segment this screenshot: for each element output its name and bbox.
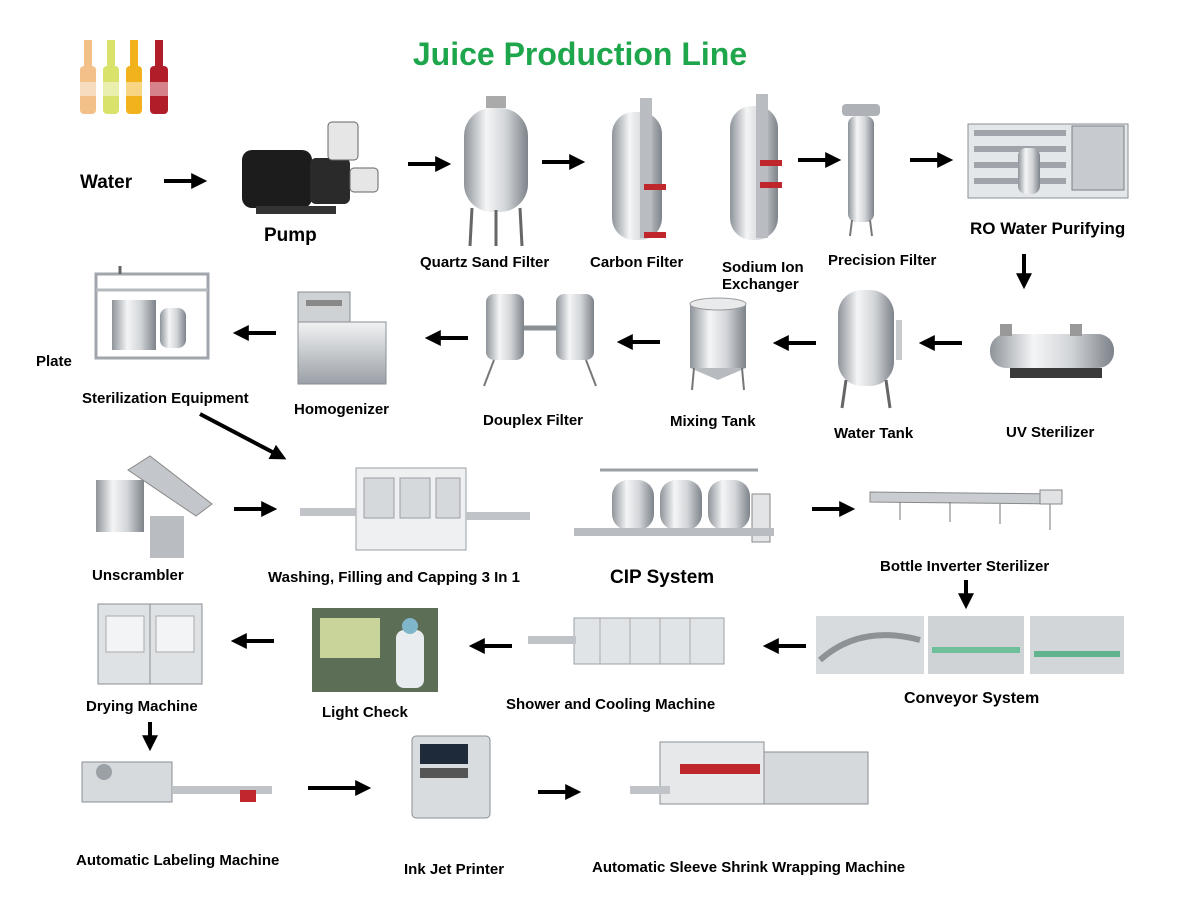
- precision-filter-image: [842, 104, 880, 237]
- sodium-ion-exchanger-image: [730, 94, 782, 240]
- pump-image: [242, 121, 379, 214]
- unscrambler-image: [96, 455, 213, 558]
- label-pump: Pump: [264, 225, 317, 246]
- label-ro-water-purifying: RO Water Purifying: [970, 219, 1126, 238]
- light-check-image: [312, 608, 438, 692]
- drying-machine-image: [97, 603, 203, 685]
- mixing-tank-image: [689, 297, 747, 391]
- label-water-tank: Water Tank: [834, 425, 914, 442]
- label-homogenizer: Homogenizer: [294, 401, 390, 418]
- label-sodium-ion: Sodium Ion: [722, 259, 804, 276]
- ro-water-purifying-image: [967, 123, 1129, 199]
- bottle-inverter-sterilizer-image: [869, 489, 1063, 530]
- ink-jet-printer-image: [411, 735, 491, 819]
- label-mixing-tank: Mixing Tank: [670, 413, 756, 430]
- label-shower-cooling: Shower and Cooling Machine: [506, 696, 716, 713]
- shrink-wrapping-image: [630, 741, 869, 805]
- flow-arrows: [142, 152, 1032, 800]
- shower-cooling-image: [528, 617, 725, 665]
- label-automatic-labeling-machine: Automatic Labeling Machine: [76, 852, 280, 869]
- label-conveyor-system: Conveyor System: [904, 690, 1040, 707]
- label-drying-machine: Drying Machine: [86, 698, 198, 715]
- carbon-filter-image: [612, 98, 666, 240]
- label-water: Water: [80, 172, 133, 193]
- label-automatic-sleeve-shrink-wrapping: Automatic Sleeve Shrink Wrapping Machine: [592, 859, 906, 876]
- label-unscrambler: Unscrambler: [92, 567, 184, 584]
- label-quartz-sand-filter: Quartz Sand Filter: [420, 254, 550, 271]
- washing-filling-capping-image: [300, 467, 530, 551]
- label-ink-jet-printer: Ink Jet Printer: [404, 861, 505, 878]
- label-plate: Plate: [36, 353, 72, 370]
- quartz-sand-filter-image: [464, 96, 528, 247]
- juice-bottles-image: [80, 40, 168, 114]
- label-exchanger: Exchanger: [722, 276, 799, 293]
- label-precision-filter: Precision Filter: [828, 252, 937, 269]
- label-washing-filling-capping: Washing, Filling and Capping 3 In 1: [268, 569, 520, 586]
- labeling-machine-image: [81, 761, 272, 803]
- conveyor-system-image: [816, 616, 1124, 674]
- label-light-check: Light Check: [322, 704, 408, 721]
- water-tank-image: [838, 290, 902, 409]
- label-bottle-inverter-sterilizer: Bottle Inverter Sterilizer: [880, 558, 1050, 575]
- plate-sterilization-image: [94, 266, 210, 360]
- label-sterilization-equipment: Sterilization Equipment: [82, 390, 249, 407]
- page-title: Juice Production Line: [412, 36, 748, 72]
- homogenizer-image: [297, 291, 387, 385]
- label-duplex-filter: Douplex Filter: [483, 412, 584, 429]
- label-cip-system: CIP System: [610, 567, 715, 588]
- label-uv-sterilizer: UV Sterilizer: [1006, 424, 1095, 441]
- cip-system-image: [574, 468, 774, 543]
- uv-sterilizer-image: [990, 324, 1114, 378]
- duplex-filter-image: [483, 294, 597, 387]
- label-carbon-filter: Carbon Filter: [590, 254, 684, 271]
